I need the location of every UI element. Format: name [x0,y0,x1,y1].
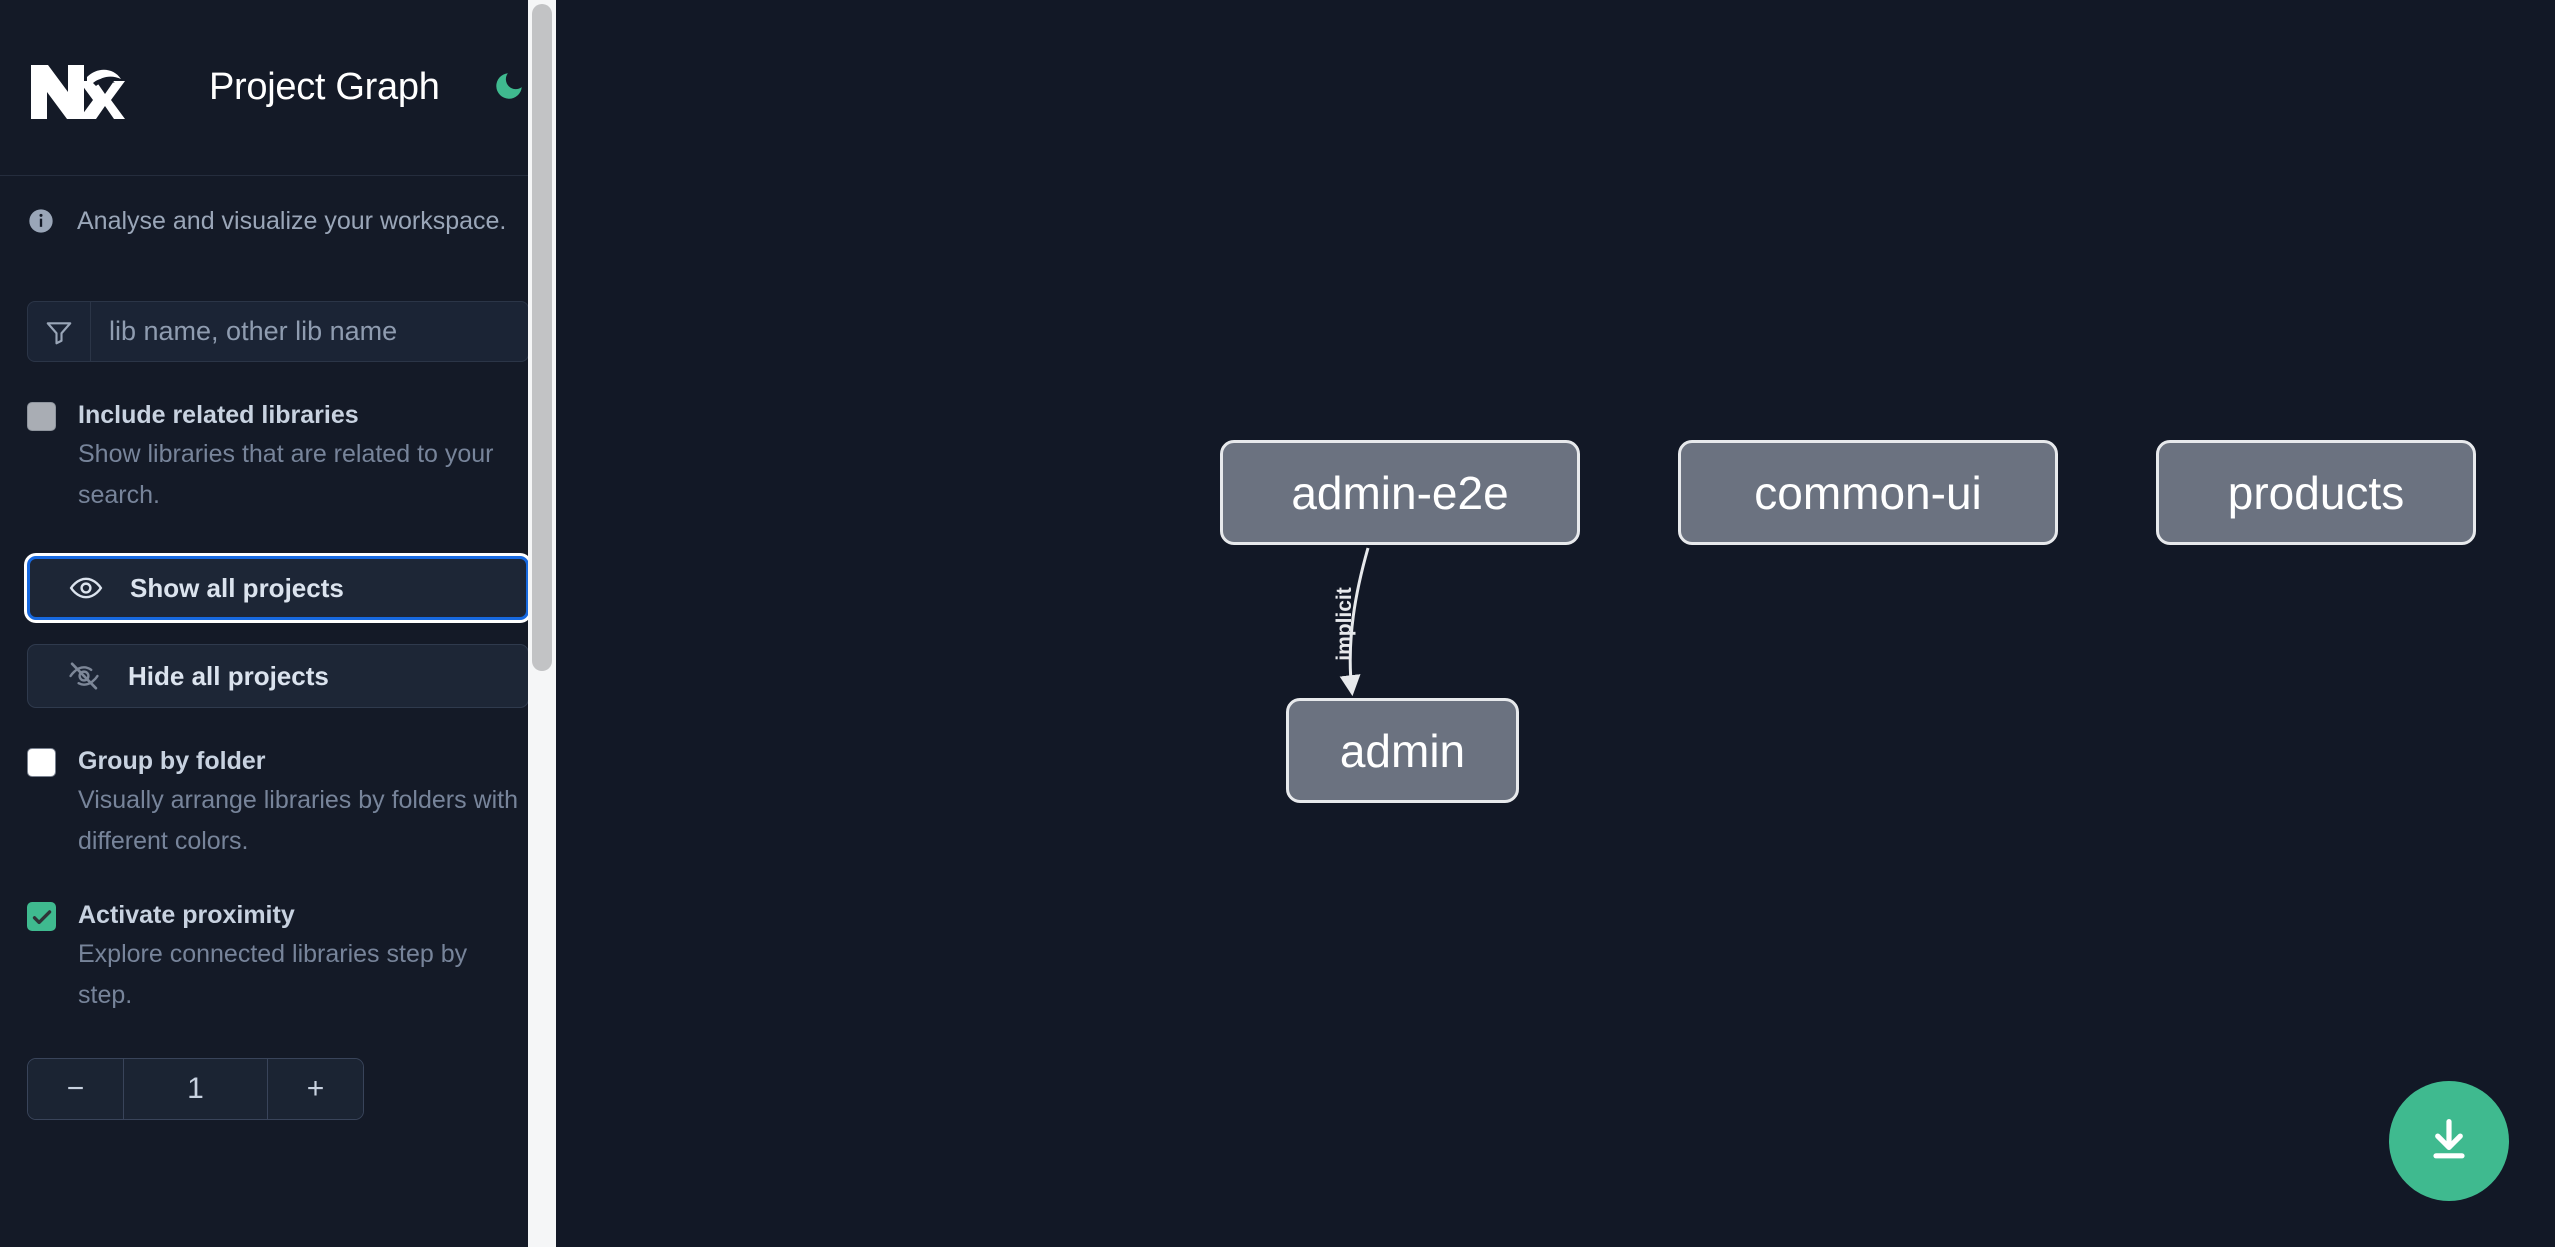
graph-node-label: products [2227,466,2405,519]
show-all-projects-button[interactable]: Show all projects [27,556,529,620]
proximity-stepper: − 1 + [27,1058,364,1120]
group-by-folder-description: Visually arrange libraries by folders wi… [78,786,519,855]
workspace-info-text: Analyse and visualize your workspace. [77,206,507,235]
graph-node-products[interactable]: products [2156,440,2476,545]
moon-icon [492,69,526,106]
eye-off-icon [67,659,101,693]
include-related-libraries-description: Show libraries that are related to your … [78,440,494,509]
sidebar-body: Analyse and visualize your workspace. In… [0,182,556,1120]
eye-icon [69,571,103,605]
workspace-info: Analyse and visualize your workspace. [27,182,529,260]
graph-edges [1339,547,1370,697]
graph-node-common-ui[interactable]: common-ui [1678,440,2058,545]
activate-proximity-checkbox[interactable] [27,902,56,931]
group-by-folder-label: Group by folder [78,747,266,775]
hide-all-projects-button[interactable]: Hide all projects [27,644,529,708]
search-box[interactable] [27,301,529,362]
graph-node-label: common-ui [1754,466,1982,519]
sidebar-header: Project Graph [0,0,556,176]
visibility-buttons: Show all projects Hide all projects [27,556,529,708]
edge-label-admin-implicit: implicit [1332,587,1356,661]
proximity-decrement-button[interactable]: − [28,1059,124,1119]
graph-node-admin-e2e[interactable]: admin-e2e [1220,440,1580,545]
info-icon [27,207,55,235]
nx-logo [27,55,125,121]
graph-node-admin[interactable]: admin [1286,698,1519,803]
show-all-projects-label: Show all projects [130,572,344,603]
graph-node-label: admin [1339,724,1466,777]
include-related-libraries-checkbox[interactable] [27,402,56,431]
activate-proximity-description: Explore connected libraries step by step… [78,940,468,1009]
search-input[interactable] [91,302,528,361]
download-button[interactable] [2389,1081,2509,1201]
option-include-related-libraries[interactable]: Include related libraries Show libraries… [27,398,529,516]
option-group-by-folder[interactable]: Group by folder Visually arrange librari… [27,744,529,862]
activate-proximity-label: Activate proximity [78,901,295,929]
graph-node-label: admin-e2e [1291,466,1509,519]
proximity-increment-button[interactable]: + [267,1059,363,1119]
page-title: Project Graph [209,66,440,108]
sidebar-scrollbar[interactable] [528,0,556,1247]
download-icon [2423,1114,2475,1169]
include-related-libraries-label: Include related libraries [78,401,359,429]
proximity-value: 1 [124,1059,267,1119]
sidebar-scrollbar-thumb[interactable] [532,4,552,671]
group-by-folder-checkbox[interactable] [27,748,56,777]
project-graph-canvas[interactable]: admin-e2e common-ui products store-e2e a… [556,0,2555,1247]
filter-funnel-icon [28,302,91,361]
hide-all-projects-label: Hide all projects [128,660,329,691]
sidebar: Project Graph Analyse and v [0,0,556,1247]
theme-toggle-button[interactable] [488,67,530,109]
option-activate-proximity[interactable]: Activate proximity Explore connected lib… [27,898,529,1016]
